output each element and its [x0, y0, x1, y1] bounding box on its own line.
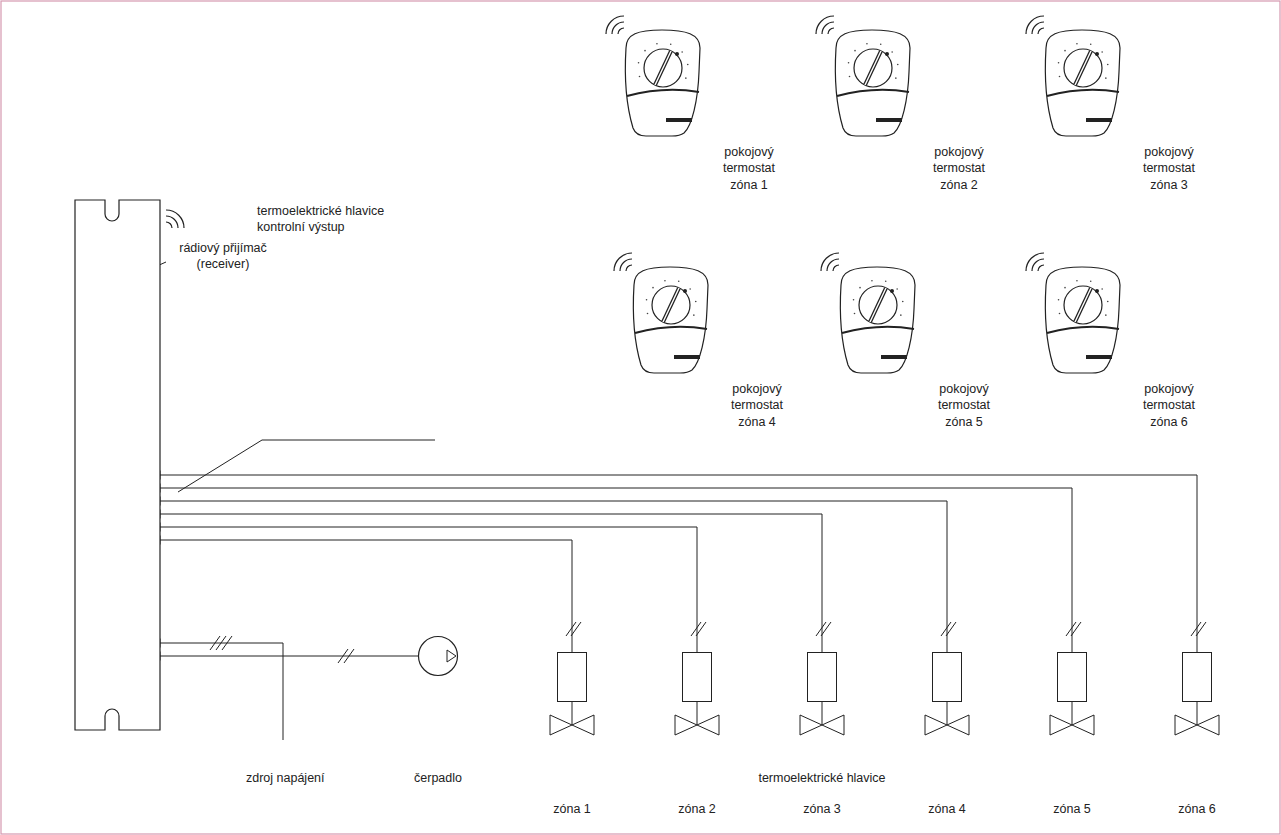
node-label: pokojový termostat zóna 3: [1132, 144, 1206, 193]
wire-connector: [160, 656, 418, 657]
node-label: zóna 2: [647, 801, 747, 817]
node-label: čerpadlo: [388, 770, 488, 786]
node-label: zóna 3: [772, 801, 872, 817]
annotation-label: termoelektrické hlavice: [752, 770, 892, 786]
pump-symbol: čerpadlo: [418, 636, 458, 676]
annotation-label: zdroj napájení: [246, 770, 346, 786]
node-shape: [1057, 652, 1087, 702]
node-label: pokojový termostat zóna 1: [712, 144, 786, 193]
node-label: rádiový přijímač (receiver): [168, 240, 278, 273]
node-shape: [620, 28, 705, 138]
room-thermostat: pokojový termostat zóna 1: [620, 28, 705, 138]
node-label: pokojový termostat zóna 5: [927, 381, 1001, 430]
wire-connector: [160, 540, 581, 652]
node-shape: [628, 265, 713, 375]
wire-connector: [160, 514, 831, 652]
node-shape: [835, 265, 920, 375]
node-shape: [1040, 28, 1125, 138]
thermoelectric-head: zóna 4: [932, 652, 962, 702]
node-label: zóna 1: [522, 801, 622, 817]
node-shape: [830, 28, 915, 138]
thermoelectric-head: zóna 6: [1182, 652, 1212, 702]
node-label: pokojový termostat zóna 6: [1132, 381, 1206, 430]
node-shape: [807, 652, 837, 702]
room-thermostat: pokojový termostat zóna 4: [628, 265, 713, 375]
room-thermostat: pokojový termostat zóna 5: [835, 265, 920, 375]
thermoelectric-head: zóna 2: [682, 652, 712, 702]
wire-connector: [160, 475, 1206, 652]
thermoelectric-head: zóna 5: [1057, 652, 1087, 702]
room-thermostat: pokojový termostat zóna 6: [1040, 265, 1125, 375]
wireless-icon: [166, 210, 184, 228]
room-thermostat: pokojový termostat zóna 2: [830, 28, 915, 138]
thermoelectric-head: zóna 3: [807, 652, 837, 702]
wire-connector: [160, 501, 956, 652]
node-shape: [418, 636, 458, 676]
node-shape: [932, 652, 962, 702]
wire-connector: [160, 488, 1081, 652]
node-shape: [75, 200, 160, 730]
node-shape: [1040, 265, 1125, 375]
thermoelectric-head: zóna 1: [557, 652, 587, 702]
node-label: zóna 6: [1147, 801, 1247, 817]
wire-connector: [160, 527, 706, 652]
annotation-label: termoelektrické hlavice kontrolní výstup: [257, 203, 407, 236]
node-label: pokojový termostat zóna 2: [922, 144, 996, 193]
node-label: zóna 5: [1022, 801, 1122, 817]
room-thermostat: pokojový termostat zóna 3: [1040, 28, 1125, 138]
node-shape: [1182, 652, 1212, 702]
power-wire: [160, 636, 354, 740]
receiver-box: rádiový přijímač (receiver): [75, 200, 160, 730]
node-label: zóna 4: [897, 801, 997, 817]
node-shape: [682, 652, 712, 702]
node-label: pokojový termostat zóna 4: [720, 381, 794, 430]
node-shape: [557, 652, 587, 702]
